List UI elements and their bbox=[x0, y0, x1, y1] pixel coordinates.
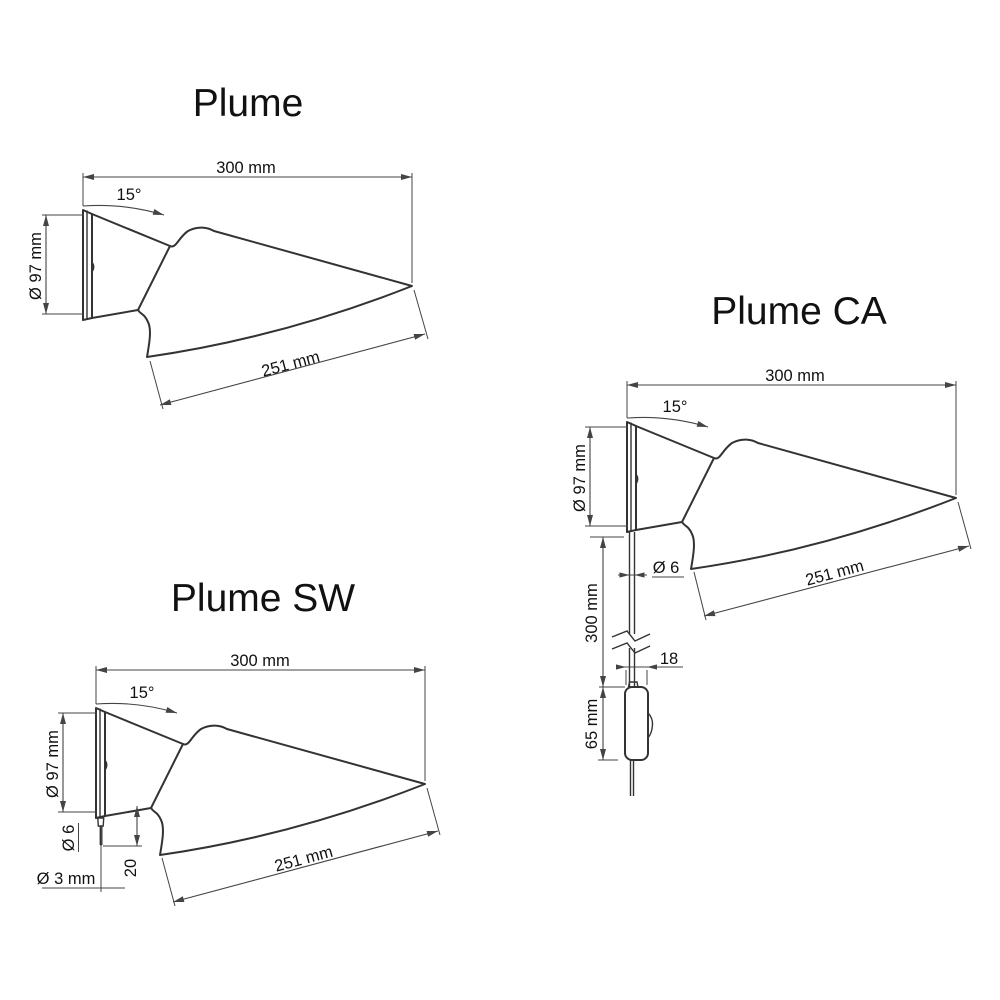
cable-break-symbol bbox=[611, 630, 651, 654]
extension-line bbox=[426, 787, 441, 836]
width-dimension-label: 300 mm bbox=[230, 652, 290, 670]
extension-line bbox=[625, 670, 648, 685]
angle-arc bbox=[626, 416, 709, 428]
angle-dimension-label: 15° bbox=[663, 398, 688, 416]
arrowhead bbox=[647, 664, 657, 670]
angle-arc bbox=[95, 702, 178, 714]
switch-neck bbox=[627, 681, 639, 688]
width-dimension-label: 300 mm bbox=[765, 367, 825, 385]
angle-dimension-label: 15° bbox=[117, 186, 142, 204]
stem-length-label: 20 bbox=[122, 859, 140, 877]
plume-title: Plume bbox=[193, 82, 304, 125]
switch-length-label: 65 mm bbox=[583, 699, 601, 749]
diameter-dimension-label: Ø 97 mm bbox=[27, 232, 45, 300]
diameter-dimension-label: Ø 97 mm bbox=[571, 444, 589, 512]
plume-ca-title: Plume CA bbox=[711, 290, 887, 333]
extension-line bbox=[161, 857, 176, 907]
plume-sw-lamp-body bbox=[95, 707, 426, 856]
plume-drawing: Plume 300 mm 15° Ø 97 mm 251 mm bbox=[27, 82, 429, 410]
width-dimension-label: 300 mm bbox=[216, 159, 276, 177]
stem-stub-outline bbox=[97, 817, 105, 827]
shade-dimension-label: 251 mm bbox=[260, 348, 322, 381]
cable-outline bbox=[628, 532, 636, 796]
extension-line bbox=[149, 360, 164, 410]
stem-diameter-label: Ø 6 bbox=[60, 825, 78, 852]
switch-outline bbox=[624, 686, 649, 761]
arrowhead bbox=[619, 572, 630, 578]
cable-diameter-label: Ø 6 bbox=[653, 559, 680, 577]
plume-sw-drawing: Plume SW 300 mm 15° Ø 97 mm Ø 6 20 Ø 3 m… bbox=[37, 577, 441, 907]
shade-dimension-line bbox=[703, 545, 970, 617]
pin-diameter-label: Ø 3 mm bbox=[37, 870, 96, 888]
shade-dimension-label: 251 mm bbox=[804, 557, 866, 590]
shade-dimension-line bbox=[172, 830, 439, 903]
diameter-dimension-label: Ø 97 mm bbox=[44, 730, 62, 798]
arrowhead bbox=[616, 664, 626, 670]
angle-dimension-label: 15° bbox=[130, 684, 155, 702]
switch-width-label: 18 bbox=[660, 650, 678, 668]
arrowhead bbox=[634, 572, 645, 578]
switch-slider bbox=[647, 712, 654, 739]
shade-dimension-line bbox=[159, 333, 426, 406]
shade-dimension-label: 251 mm bbox=[273, 843, 335, 876]
pin-outline bbox=[99, 826, 103, 846]
plume-sw-title: Plume SW bbox=[171, 577, 355, 620]
plume-ca-lamp-body bbox=[626, 421, 957, 570]
plume-lamp-body bbox=[82, 209, 413, 358]
extension-line bbox=[957, 501, 972, 550]
angle-arc bbox=[82, 204, 165, 216]
cable-length-label: 300 mm bbox=[583, 583, 601, 643]
extension-line bbox=[693, 571, 707, 621]
extension-line bbox=[413, 289, 429, 340]
plume-ca-drawing: Plume CA 300 mm 15° Ø 97 mm 251 mm Ø 6 bbox=[571, 290, 972, 796]
